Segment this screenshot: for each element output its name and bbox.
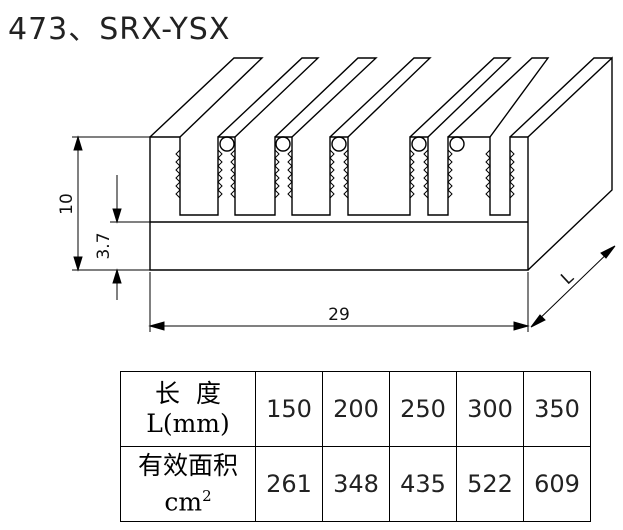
area-value-5: 609 <box>523 446 591 522</box>
dim-width-label: 29 <box>328 305 350 325</box>
length-value-3: 250 <box>389 371 457 447</box>
area-value-3: 435 <box>389 446 457 522</box>
dim-length-arrow-top <box>600 245 616 259</box>
length-value-1: 150 <box>255 371 323 447</box>
profile-side-face <box>527 56 613 271</box>
profile-front-outline <box>149 136 529 271</box>
dim-base-arrow-bottom <box>112 268 122 284</box>
fin-top-1 <box>149 57 264 138</box>
dim-height-label: 10 <box>57 193 77 215</box>
table-row-area: 有效面积 cm2 261 348 435 522 609 <box>120 446 591 522</box>
serration-lines <box>175 149 515 199</box>
groove-hole-5 <box>449 136 465 152</box>
dim-height-arrow-bottom <box>73 256 83 272</box>
groove-hole-2 <box>275 136 291 152</box>
area-value-2: 348 <box>322 446 390 522</box>
dim-width-arrow-right <box>513 321 530 331</box>
row-label-length: 长 度 L(mm) <box>120 371 256 447</box>
product-title: 473、SRX-YSX <box>8 12 231 47</box>
groove-hole-4 <box>411 136 427 152</box>
groove-hole-3 <box>331 136 347 152</box>
dim-length-label: L <box>557 267 578 288</box>
dim-length-line <box>531 246 615 327</box>
profile-top-right <box>509 57 612 138</box>
dim-length-arrow-bottom <box>530 314 546 328</box>
length-value-5: 350 <box>523 371 591 447</box>
fin-top-2 <box>217 57 320 138</box>
heatsink-drawing: 10 3.7 29 L <box>57 56 616 332</box>
groove-hole-1 <box>219 136 235 152</box>
dim-width-arrow-left <box>148 321 165 331</box>
table-row-length: 长 度 L(mm) 150 200 250 300 350 <box>120 371 591 447</box>
spec-table: 长 度 L(mm) 150 200 250 300 350 有效面积 cm2 2… <box>120 371 591 522</box>
dim-base-arrow-top <box>112 208 122 224</box>
fin-top-5 <box>409 57 512 138</box>
row-label-area: 有效面积 cm2 <box>120 446 256 522</box>
fin-top-6 <box>447 57 550 138</box>
fin-top-4 <box>329 57 432 138</box>
length-value-4: 300 <box>456 371 524 447</box>
area-value-4: 522 <box>456 446 524 522</box>
dim-base-label: 3.7 <box>94 232 114 259</box>
area-value-1: 261 <box>255 446 323 522</box>
length-value-2: 200 <box>322 371 390 447</box>
fin-top-3 <box>274 57 378 138</box>
dim-height-arrow-top <box>73 135 83 151</box>
